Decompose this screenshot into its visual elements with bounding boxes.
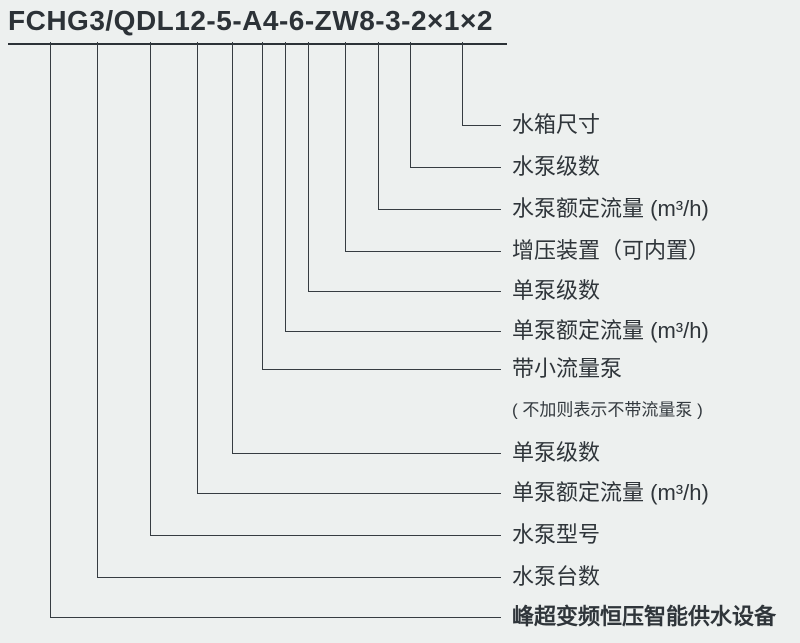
label-pump-model: 水泵型号 (512, 522, 601, 547)
connector-booster-device (345, 42, 501, 252)
connector-single-pump-stages (232, 42, 501, 454)
label-pump-rated-flow: 水泵额定流量 (m³/h) (512, 196, 709, 221)
connector-small-flow-pump (262, 42, 501, 370)
connector-pump-count (97, 42, 501, 578)
connector-equipment-name (50, 42, 501, 618)
connector-tank-size (462, 42, 501, 126)
connector-pump-model (150, 42, 501, 536)
label-single-pump-stages: 单泵级数 (512, 440, 601, 465)
model-code: FCHG3/QDL12-5-A4-6-ZW8-3-2×1×2 (8, 5, 507, 46)
connector-small-pump-stages (308, 42, 501, 292)
label-small-flow-pump: 带小流量泵 (512, 356, 623, 381)
connector-small-pump-rated-flow (285, 42, 501, 332)
label-tank-size: 水箱尺寸 (512, 112, 601, 137)
label-small-pump-stages: 单泵级数 (512, 278, 601, 303)
label-pump-stages: 水泵级数 (512, 154, 601, 179)
connector-single-pump-rated-flow (197, 42, 501, 494)
label-small-flow-pump-note: ( 不加则表示不带流量泵 ) (512, 400, 703, 420)
label-small-pump-rated-flow: 单泵额定流量 (m³/h) (512, 318, 709, 343)
connector-pump-stages (410, 42, 501, 168)
label-booster-device: 增压装置（可内置） (512, 238, 711, 263)
label-single-pump-rated-flow: 单泵额定流量 (m³/h) (512, 480, 709, 505)
connector-pump-rated-flow (378, 42, 501, 210)
label-pump-count: 水泵台数 (512, 564, 601, 589)
label-equipment-name: 峰超变频恒压智能供水设备 (512, 604, 777, 629)
